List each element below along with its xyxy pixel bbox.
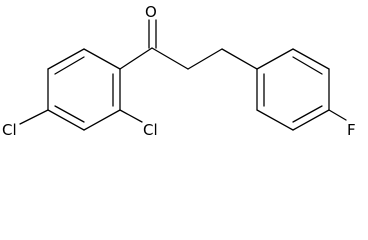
bond-to-chlorine-left xyxy=(19,109,49,125)
aromatic-inner-bond xyxy=(54,105,85,123)
chain-bond xyxy=(151,47,189,70)
chemical-structure-diagram: Cl Cl O F xyxy=(2,3,356,138)
bond xyxy=(292,48,330,70)
oxygen-label: O xyxy=(145,3,157,21)
bond xyxy=(47,109,85,131)
chlorine-left-label: Cl xyxy=(2,121,17,138)
bond xyxy=(256,48,294,70)
aromatic-inner-bond xyxy=(54,56,85,75)
bond xyxy=(83,48,121,70)
dichlorophenyl-ring xyxy=(47,48,121,131)
bond xyxy=(47,48,85,70)
bond xyxy=(83,109,121,131)
bond-to-chlorine-right xyxy=(119,109,143,123)
chain-bond xyxy=(187,48,223,70)
fluorine-label: F xyxy=(347,121,356,138)
fluorophenyl-ring xyxy=(256,48,330,131)
bond-ring-to-carbonyl xyxy=(119,47,153,70)
aromatic-inner-bond xyxy=(292,105,323,123)
aromatic-inner-bond xyxy=(292,56,323,75)
chain-bond xyxy=(221,48,258,70)
bond-to-fluorine xyxy=(328,109,347,121)
bond xyxy=(256,109,294,131)
chlorine-right-label: Cl xyxy=(143,121,158,138)
bond xyxy=(292,109,330,131)
